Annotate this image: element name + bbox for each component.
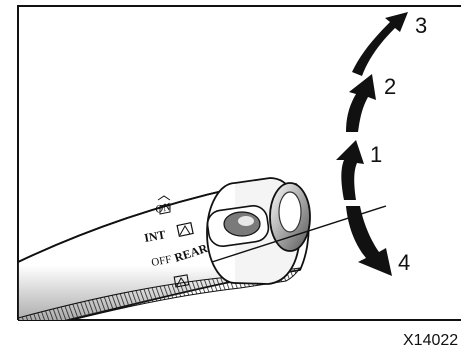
arrow-position-2 — [346, 74, 376, 132]
label-int: INT — [143, 227, 166, 244]
arrow-label-3: 3 — [415, 13, 427, 38]
rear-washer-icon — [157, 195, 171, 215]
rear-wiper-knob[interactable] — [206, 182, 311, 252]
motion-arrows — [336, 12, 408, 276]
figure-code: X14022 — [403, 332, 458, 349]
arrow-position-4 — [346, 206, 392, 276]
arrow-position-1 — [336, 140, 364, 200]
arrow-label-4: 4 — [398, 250, 410, 275]
arrow-label-1: 1 — [370, 142, 382, 167]
rear-wiper-icon — [176, 221, 194, 238]
panel-frame — [17, 5, 461, 320]
lower-wiper-icon — [173, 274, 190, 288]
arrow-position-3 — [352, 12, 408, 76]
arrow-label-2: 2 — [384, 74, 396, 99]
arrow-number-labels: 3 2 1 4 — [370, 13, 427, 275]
label-off: OFF — [150, 254, 172, 269]
